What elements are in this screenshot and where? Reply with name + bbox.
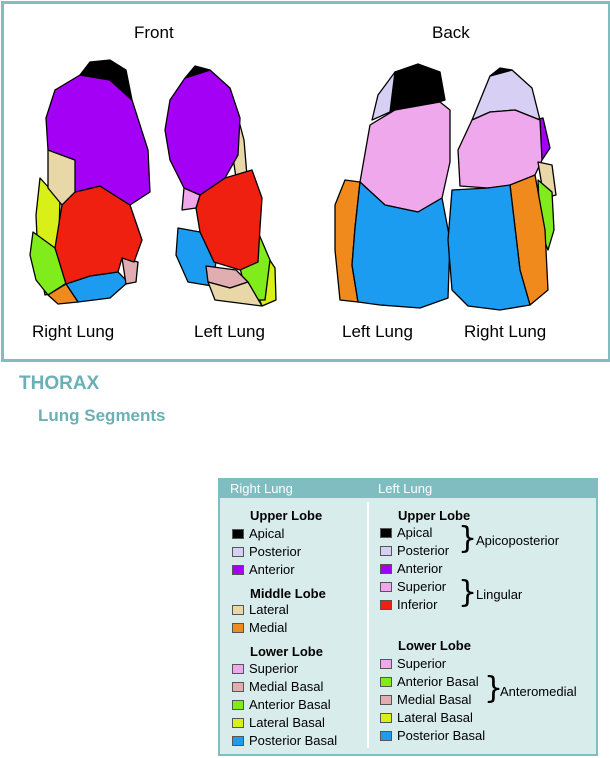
swatch-medial xyxy=(232,623,244,633)
group-apicoposterior: Apicoposterior xyxy=(476,533,560,548)
swatch-posterior-basal xyxy=(380,731,392,741)
back-left-posterior-basal xyxy=(351,181,451,309)
front-left-apical xyxy=(184,65,211,79)
swatch-posterior xyxy=(232,547,244,557)
legend-header: Right Lung Left Lung xyxy=(220,480,596,498)
back-left-lung xyxy=(334,63,451,309)
front-left-lung xyxy=(164,65,277,307)
back-left-lung-label: Left Lung xyxy=(342,322,413,341)
front-right-lung-label: Right Lung xyxy=(32,322,115,341)
legend-divider xyxy=(367,502,369,748)
brace-anteromedial: } xyxy=(484,671,504,706)
front-left-inferior xyxy=(195,169,263,271)
swatch-anterior xyxy=(380,564,392,574)
back-title: Back xyxy=(432,23,470,42)
legend-right-header: Right Lung xyxy=(230,481,293,496)
swatch-lateral-basal xyxy=(232,718,244,728)
swatch-medial-basal xyxy=(380,695,392,705)
back-left-apical xyxy=(389,63,446,113)
swatch-apical xyxy=(232,529,244,539)
swatch-inferior xyxy=(380,600,392,610)
brace-apicoposterior: } xyxy=(458,521,478,556)
swatch-posterior-basal xyxy=(232,736,244,746)
legend-box: Right Lung Left Lung Upper Lobe Apical P… xyxy=(218,478,598,756)
back-right-posterior-basal xyxy=(447,184,531,311)
front-right-lung xyxy=(29,59,151,305)
back-right-lung-label: Right Lung xyxy=(464,322,547,341)
swatch-medial-basal xyxy=(232,682,244,692)
swatch-superior xyxy=(232,664,244,674)
swatch-apical xyxy=(380,528,392,538)
legend-left-header: Left Lung xyxy=(378,481,433,496)
legend-right-middle-heading: Middle Lobe xyxy=(250,586,326,601)
swatch-anterior-basal xyxy=(232,700,244,710)
swatch-anterior-basal xyxy=(380,677,392,687)
brace-lingular: } xyxy=(458,575,478,610)
swatch-lateral-basal xyxy=(380,713,392,723)
front-left-bottom xyxy=(207,281,263,307)
section-title: Lung Segments xyxy=(38,406,166,425)
back-right-superior xyxy=(457,109,543,189)
lung-illustration xyxy=(29,59,557,311)
swatch-lateral xyxy=(232,605,244,615)
swatch-superior xyxy=(380,582,392,592)
swatch-anterior xyxy=(232,565,244,575)
front-title: Front xyxy=(134,23,174,42)
legend-right-upper-heading: Upper Lobe xyxy=(250,508,323,523)
back-right-lung xyxy=(447,67,557,311)
group-lingular: Lingular xyxy=(476,587,523,602)
legend-left-upper-heading: Upper Lobe xyxy=(398,508,471,523)
chapter-title: THORAX xyxy=(19,373,100,394)
front-left-lung-label: Left Lung xyxy=(194,322,265,341)
swatch-posterior xyxy=(380,546,392,556)
group-anteromedial: Anteromedial xyxy=(500,684,577,699)
legend-right-lower-heading: Lower Lobe xyxy=(250,644,323,659)
legend-left-lower-heading: Lower Lobe xyxy=(398,638,471,653)
front-right-apical xyxy=(79,59,133,101)
front-right-medial xyxy=(47,283,79,305)
back-right-apical xyxy=(489,67,513,77)
swatch-superior xyxy=(380,659,392,669)
